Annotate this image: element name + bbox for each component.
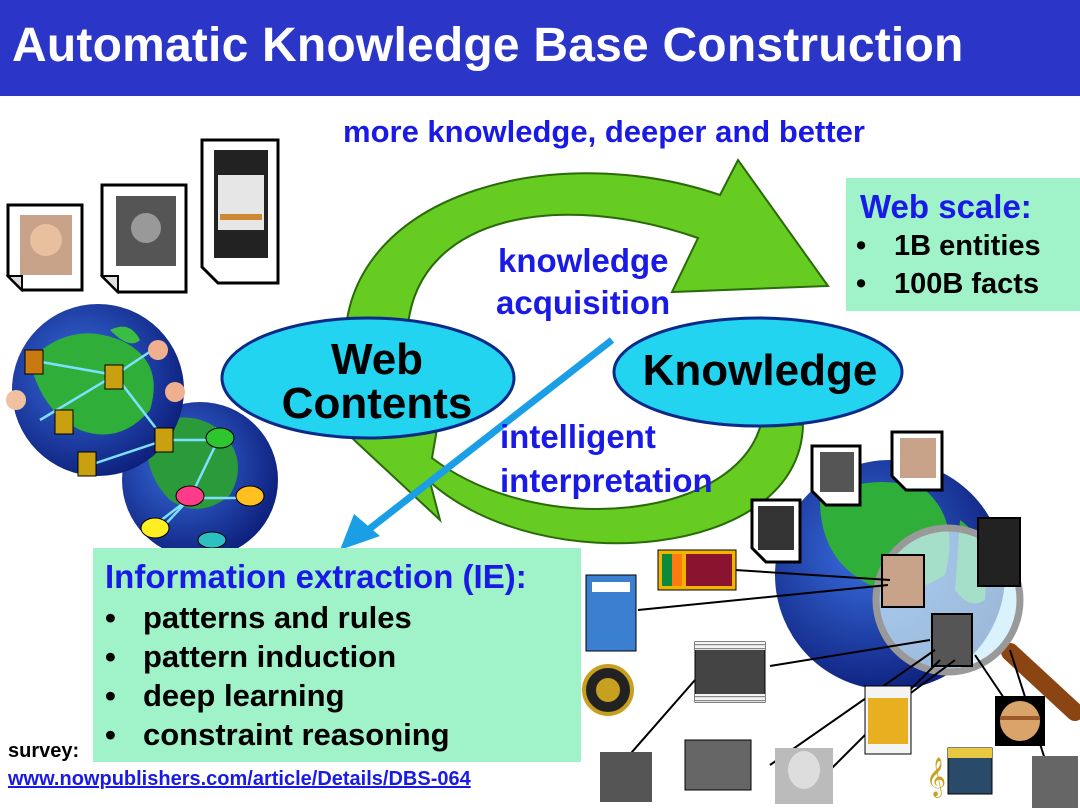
acquisition-label-line1: knowledge [498,242,669,279]
interpretation-label-line1: intelligent [500,418,656,455]
ie-box: Information extraction (IE): •patterns a… [93,548,581,762]
flag-icon [657,549,737,591]
film-strip-icon [684,641,912,791]
knowledge-label: Knowledge [642,346,878,395]
web-scale-item: •1B entities [856,230,1041,262]
interpretation-label-line2: interpretation [500,462,713,499]
ie-item: •patterns and rules [105,600,412,635]
knowledge-node [612,316,904,428]
book-icon [585,574,637,652]
ie-arrow [340,337,615,550]
slide-title: Automatic Knowledge Base Construction [12,19,964,72]
web-contents-node [220,316,516,440]
interpretation-arrow [349,418,805,545]
portrait-icon [600,748,1078,808]
web-contents-label-line1: Web [330,335,424,384]
film-poster-icon [200,138,280,285]
survey-label: survey: [8,740,80,762]
web-scale-item: •100B facts [856,268,1040,300]
portrait-icon [750,430,944,564]
planet-icon [995,696,1045,746]
award-icon [582,664,634,716]
acquisition-arrow [343,158,830,342]
music-note-icon: 𝄞 [926,757,946,798]
magnifier-icon [872,517,1080,721]
ie-item: •pattern induction [105,639,397,674]
web-contents-label-line2: Contents [281,379,473,428]
ie-item: •constraint reasoning [105,717,450,752]
survey-link[interactable]: www.nowpublishers.com/article/Details/DB… [8,768,471,790]
web-contents-label: Web Contents [272,338,482,426]
tagline: more knowledge, deeper and better [343,114,865,149]
web-scale-title: Web scale: [860,188,1032,225]
svg-text:𝄞: 𝄞 [926,757,946,798]
acquisition-label-line2: acquisition [496,284,671,321]
document-portrait-icon [99,183,188,295]
web-scale-box: Web scale: •1B entities •100B facts [846,178,1080,311]
ie-title: Information extraction (IE): [105,558,527,595]
title-bar: Automatic Knowledge Base Construction [0,0,1080,96]
globe-network-icon [6,304,278,558]
document-portrait-icon [5,203,84,293]
ie-item: •deep learning [105,678,345,713]
album-cover-icon [947,747,993,795]
